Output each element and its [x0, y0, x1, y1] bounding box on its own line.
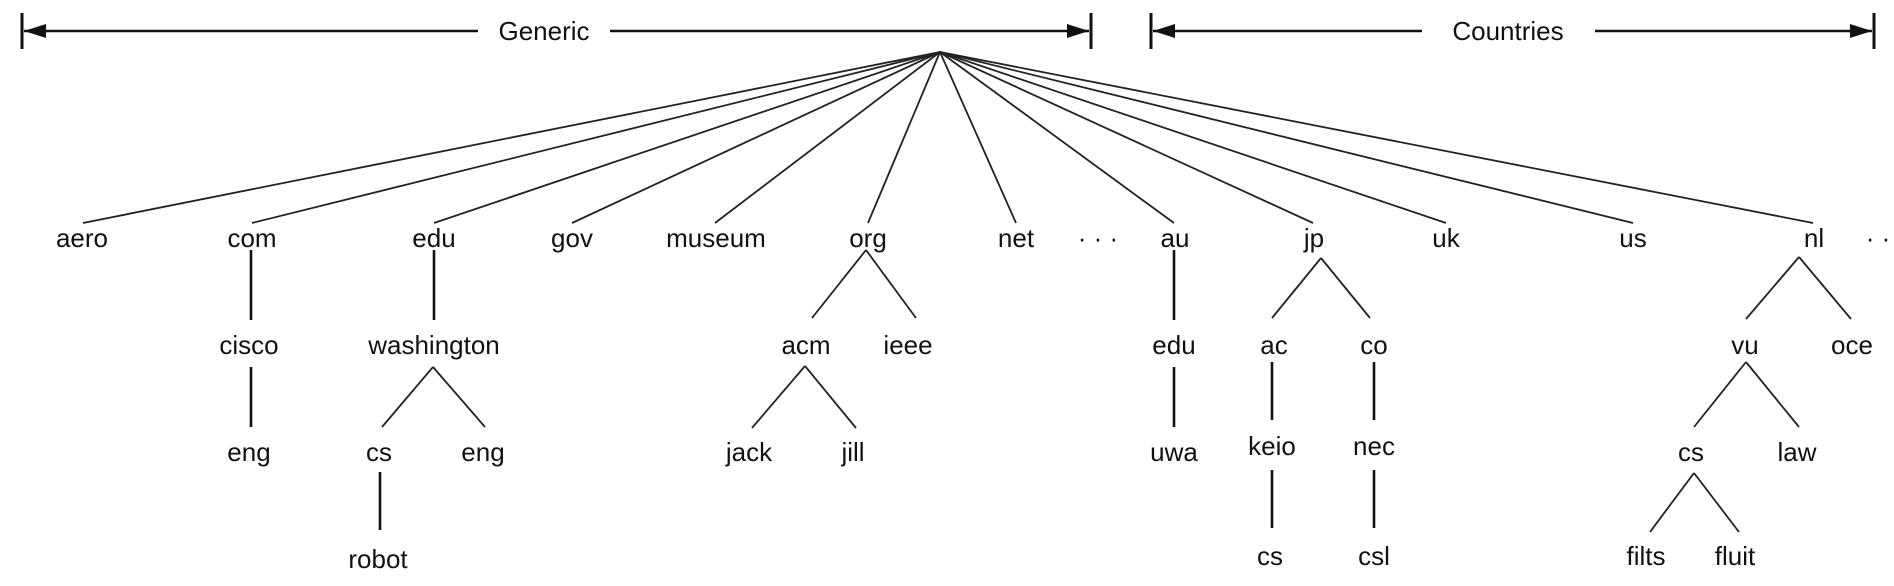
node-jill: jill: [840, 437, 864, 467]
generic-header: Generic: [498, 16, 589, 46]
edge-nl-oce: [1798, 256, 1852, 320]
edge-root-edu: [433, 51, 941, 224]
node-ac: ac: [1260, 330, 1287, 360]
edge-root-nl: [939, 51, 1814, 224]
node-washington-cs: cs: [366, 437, 392, 467]
node-edu: edu: [412, 223, 455, 253]
node-aero: aero: [56, 223, 108, 253]
edge-org-ieee: [865, 249, 917, 319]
node-museum: museum: [666, 223, 766, 253]
edge-acm-jack: [751, 365, 806, 429]
edge-root-com: [251, 51, 941, 224]
edge-cs-fluit: [1693, 472, 1740, 533]
edge-jp-ac: [1271, 257, 1322, 319]
edge-root-uk: [939, 51, 1447, 224]
edge-root-aero: [82, 51, 941, 224]
node-keio: keio: [1248, 431, 1296, 461]
countries-right-arrow: [1850, 24, 1872, 38]
node-au-edu: edu: [1152, 330, 1195, 360]
node-jp: jp: [1303, 223, 1324, 253]
node-com: com: [227, 223, 276, 253]
node-au: au: [1161, 223, 1190, 253]
node-uwa: uwa: [1150, 437, 1198, 467]
edge-nl-vu: [1745, 256, 1800, 320]
node-oce: oce: [1831, 330, 1873, 360]
node-washington: washington: [367, 330, 500, 360]
sub-domains: cisco eng washington cs eng robot acm ie…: [219, 330, 1873, 574]
node-fluit: fluit: [1715, 541, 1756, 571]
node-nl: nl: [1804, 223, 1824, 253]
node-nec: nec: [1353, 431, 1395, 461]
edge-acm-jill: [804, 365, 857, 429]
edge-cs-filts: [1649, 472, 1695, 533]
node-filts: filts: [1627, 541, 1666, 571]
node-uk: uk: [1432, 223, 1460, 253]
node-robot: robot: [348, 544, 408, 574]
edge-root-us: [939, 51, 1634, 224]
node-keio-cs: cs: [1257, 541, 1283, 571]
node-org: org: [849, 223, 887, 253]
generic-left-arrow: [24, 24, 46, 38]
edge-root-museum: [714, 51, 941, 224]
subtree-edges: [249, 249, 1852, 533]
node-csl: csl: [1358, 541, 1390, 571]
edge-vu-cs: [1693, 361, 1747, 428]
edge-org-acm: [811, 249, 867, 319]
countries-bracket: Countries: [1149, 13, 1876, 49]
node-us: us: [1619, 223, 1646, 253]
edge-vu-law: [1745, 361, 1800, 428]
edge-root-au: [939, 51, 1175, 224]
edge-washington-eng: [432, 366, 486, 428]
node-vu-cs: cs: [1678, 437, 1704, 467]
node-com-eng: eng: [227, 437, 270, 467]
node-law: law: [1777, 437, 1816, 467]
node-acm: acm: [781, 330, 830, 360]
edge-jp-co: [1320, 257, 1371, 319]
root-edges: [82, 51, 1814, 224]
node-vu: vu: [1731, 330, 1758, 360]
node-jack: jack: [725, 437, 773, 467]
countries-header: Countries: [1452, 16, 1563, 46]
node-gov: gov: [551, 223, 593, 253]
ellipsis-countries: · ·: [1866, 223, 1891, 253]
node-washington-eng: eng: [461, 437, 504, 467]
countries-left-arrow: [1153, 24, 1175, 38]
node-ieee: ieee: [883, 330, 932, 360]
node-cisco: cisco: [219, 330, 278, 360]
node-co: co: [1360, 330, 1387, 360]
top-level-domains: aero com edu gov museum org net · · · au…: [56, 223, 1890, 253]
edge-root-jp: [939, 51, 1314, 224]
edge-washington-cs: [381, 366, 434, 428]
generic-right-arrow: [1067, 24, 1089, 38]
edge-root-org: [867, 51, 941, 224]
generic-bracket: Generic: [20, 13, 1093, 49]
node-net: net: [998, 223, 1035, 253]
edge-root-gov: [571, 51, 941, 224]
edge-root-net: [939, 51, 1017, 224]
ellipsis-generic: · · ·: [1078, 223, 1118, 253]
